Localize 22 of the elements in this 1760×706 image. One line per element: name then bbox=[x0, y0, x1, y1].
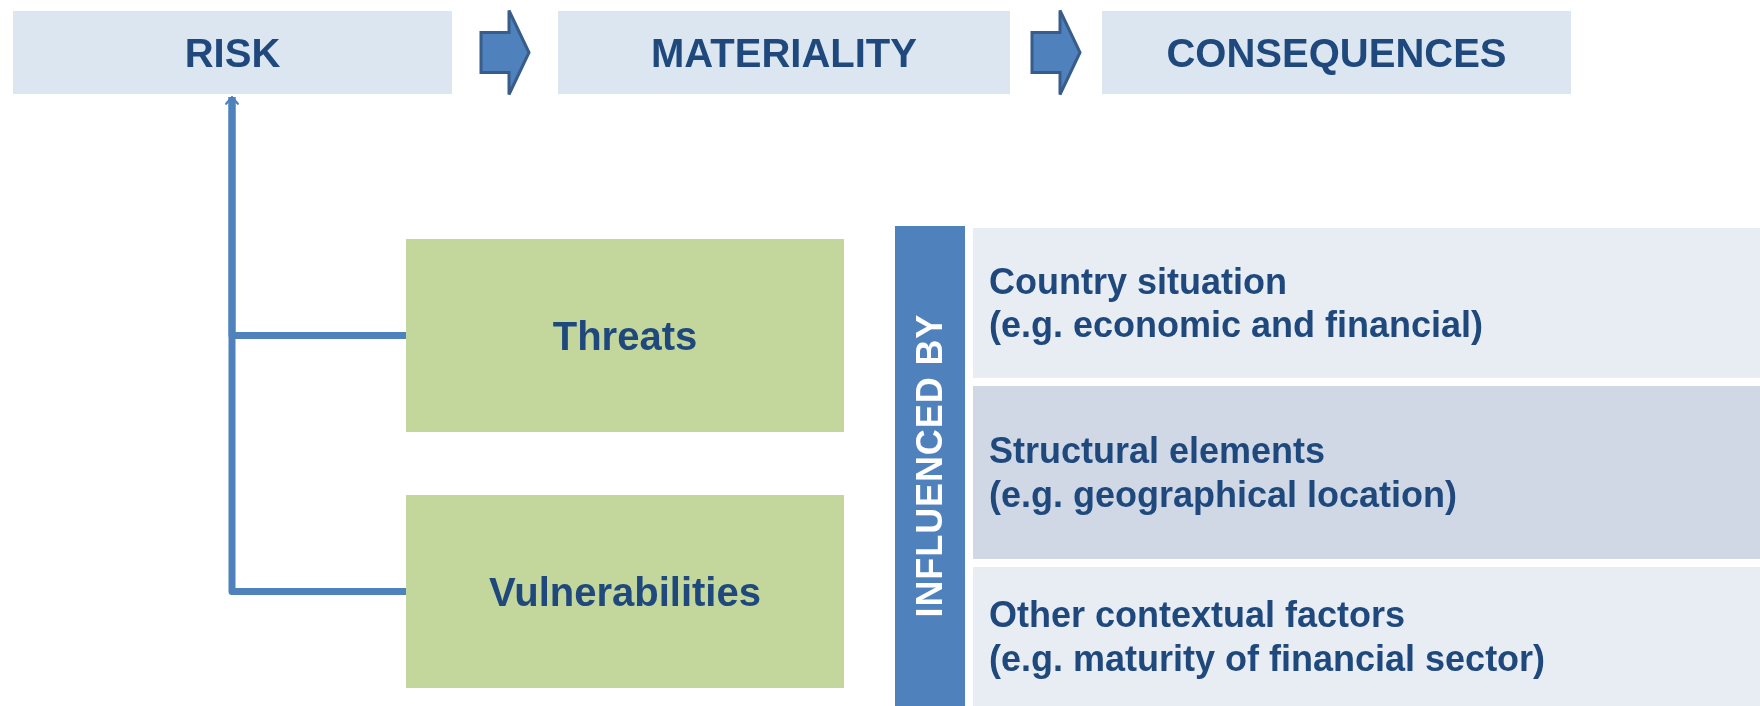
factor-title: Structural elements bbox=[989, 429, 1326, 473]
stage-box bbox=[1102, 11, 1571, 94]
arrow bbox=[225, 96, 406, 595]
box-label: Vulnerabilities bbox=[489, 568, 761, 616]
factor-title: Other contextual factors bbox=[989, 593, 1406, 637]
factor-example: (e.g. economic and financial) bbox=[989, 303, 1484, 347]
box-label: MATERIALITY bbox=[651, 29, 917, 77]
block-arrow bbox=[1030, 9, 1082, 96]
factor-box bbox=[406, 239, 844, 432]
stage-box bbox=[13, 11, 452, 94]
stage-box bbox=[558, 11, 1010, 94]
box-label: RISK bbox=[184, 29, 281, 77]
box-label: CONSEQUENCES bbox=[1166, 29, 1507, 77]
box-label: Threats bbox=[552, 312, 698, 360]
block-arrow bbox=[479, 9, 531, 96]
context-box bbox=[973, 386, 1760, 559]
factor-title: Country situation bbox=[989, 259, 1287, 303]
factor-example: (e.g. maturity of financial sector) bbox=[989, 636, 1546, 680]
factor-example: (e.g. geographical location) bbox=[989, 472, 1458, 516]
factor-box bbox=[406, 495, 844, 688]
vertical-band bbox=[895, 226, 965, 706]
band-label: INFLUENCED BY bbox=[908, 314, 952, 618]
